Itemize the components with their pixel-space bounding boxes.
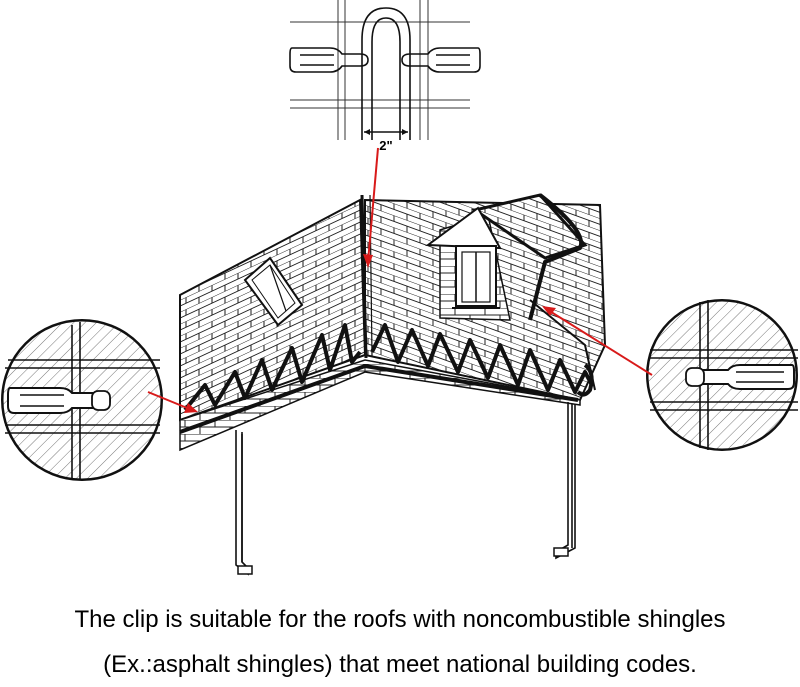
dimension-label: 2" xyxy=(379,138,392,153)
arrow-top xyxy=(367,147,379,263)
arrow-right-head xyxy=(542,306,556,316)
arrow-top-head xyxy=(363,254,373,268)
dormer xyxy=(425,193,596,391)
roof-illustration xyxy=(179,193,607,576)
arrow-left-head xyxy=(184,403,198,413)
top-clip-detail: 2" xyxy=(289,0,481,153)
roof-clip-diagram: 2" xyxy=(1,0,798,576)
skylight-window xyxy=(243,256,304,327)
left-clip-detail xyxy=(1,319,163,481)
downspout-left xyxy=(235,430,253,576)
caption-line-2: (Ex.:asphalt shingles) that meet nationa… xyxy=(103,651,697,678)
callout-arrows xyxy=(147,147,653,413)
arrow-right xyxy=(547,309,653,376)
heating-cable-left xyxy=(183,323,362,412)
arrow-left xyxy=(147,391,193,411)
downspout-right xyxy=(553,402,576,560)
heating-cable-right xyxy=(370,323,594,394)
caption-line-1: The clip is suitable for the roofs with … xyxy=(74,606,726,633)
right-clip-detail xyxy=(646,299,798,451)
